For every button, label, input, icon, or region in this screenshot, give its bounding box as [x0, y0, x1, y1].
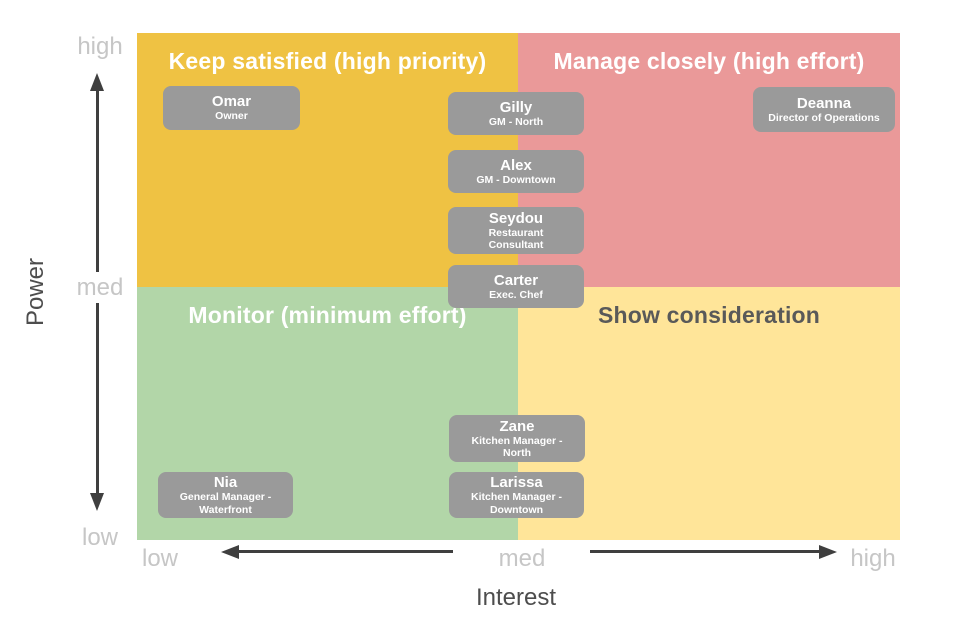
- stakeholder-role: Kitchen Manager - Downtown: [470, 491, 562, 516]
- stakeholder-role: General Manager - Waterfront: [179, 491, 272, 516]
- stakeholder-card-gilly: Gilly GM - North: [448, 92, 584, 135]
- stakeholder-card-nia: Nia General Manager - Waterfront: [158, 472, 293, 518]
- stakeholder-role: Kitchen Manager - North: [471, 434, 563, 460]
- stakeholder-name: Gilly: [499, 98, 533, 116]
- stakeholder-role: GM - North: [488, 115, 544, 128]
- stakeholder-name: Nia: [213, 474, 238, 491]
- stakeholder-name: Seydou: [488, 209, 544, 227]
- quadrant-title-show-consideration: Show consideration: [597, 302, 821, 328]
- interest-axis-title: Interest: [475, 584, 557, 611]
- power-tick-med: med: [76, 274, 124, 301]
- stakeholder-name: Carter: [493, 271, 539, 289]
- stakeholder-name: Omar: [211, 93, 252, 111]
- interest-tick-high: high: [850, 545, 896, 572]
- stakeholder-card-larissa: Larissa Kitchen Manager - Downtown: [449, 472, 584, 518]
- stakeholder-name: Deanna: [796, 94, 852, 112]
- power-tick-high: high: [77, 33, 123, 60]
- stakeholder-name: Zane: [499, 417, 535, 435]
- interest-axis-line-right: [590, 550, 820, 553]
- stakeholder-role: Exec. Chef: [489, 288, 543, 301]
- power-axis-title: Power: [22, 257, 49, 327]
- stakeholder-card-deanna: Deanna Director of Operations: [753, 87, 895, 132]
- stakeholder-card-omar: Omar Owner: [163, 86, 300, 130]
- interest-axis-arrowhead-right-icon: [819, 544, 837, 559]
- stakeholder-card-alex: Alex GM - Downtown: [448, 150, 584, 193]
- stakeholder-card-seydou: Seydou Restaurant Consultant: [448, 207, 584, 254]
- stakeholder-role: Owner: [215, 110, 248, 123]
- stakeholder-role: GM - Downtown: [476, 173, 556, 186]
- quadrant-title-keep-satisfied: Keep satisfied (high priority): [168, 48, 487, 74]
- interest-tick-med: med: [498, 545, 546, 572]
- power-axis-line-upper: [96, 88, 99, 272]
- stakeholder-card-carter: Carter Exec. Chef: [448, 265, 584, 308]
- power-axis-line-lower: [96, 303, 99, 493]
- power-axis-arrowhead-up-icon: [90, 73, 104, 91]
- stakeholder-role: Director of Operations: [768, 111, 880, 124]
- interest-axis-arrowhead-left-icon: [221, 544, 239, 559]
- stakeholder-role: Restaurant Consultant: [488, 226, 544, 252]
- interest-axis-line-left: [238, 550, 453, 553]
- interest-tick-low: low: [141, 545, 178, 572]
- quadrant-title-manage-closely: Manage closely (high effort): [553, 48, 865, 74]
- quadrant-title-monitor: Monitor (minimum effort): [188, 302, 467, 328]
- stakeholder-name: Larissa: [490, 474, 543, 491]
- power-axis-arrowhead-down-icon: [90, 493, 104, 511]
- stakeholder-name: Alex: [500, 156, 532, 174]
- stakeholder-card-zane: Zane Kitchen Manager - North: [449, 415, 585, 462]
- power-tick-low: low: [81, 524, 118, 551]
